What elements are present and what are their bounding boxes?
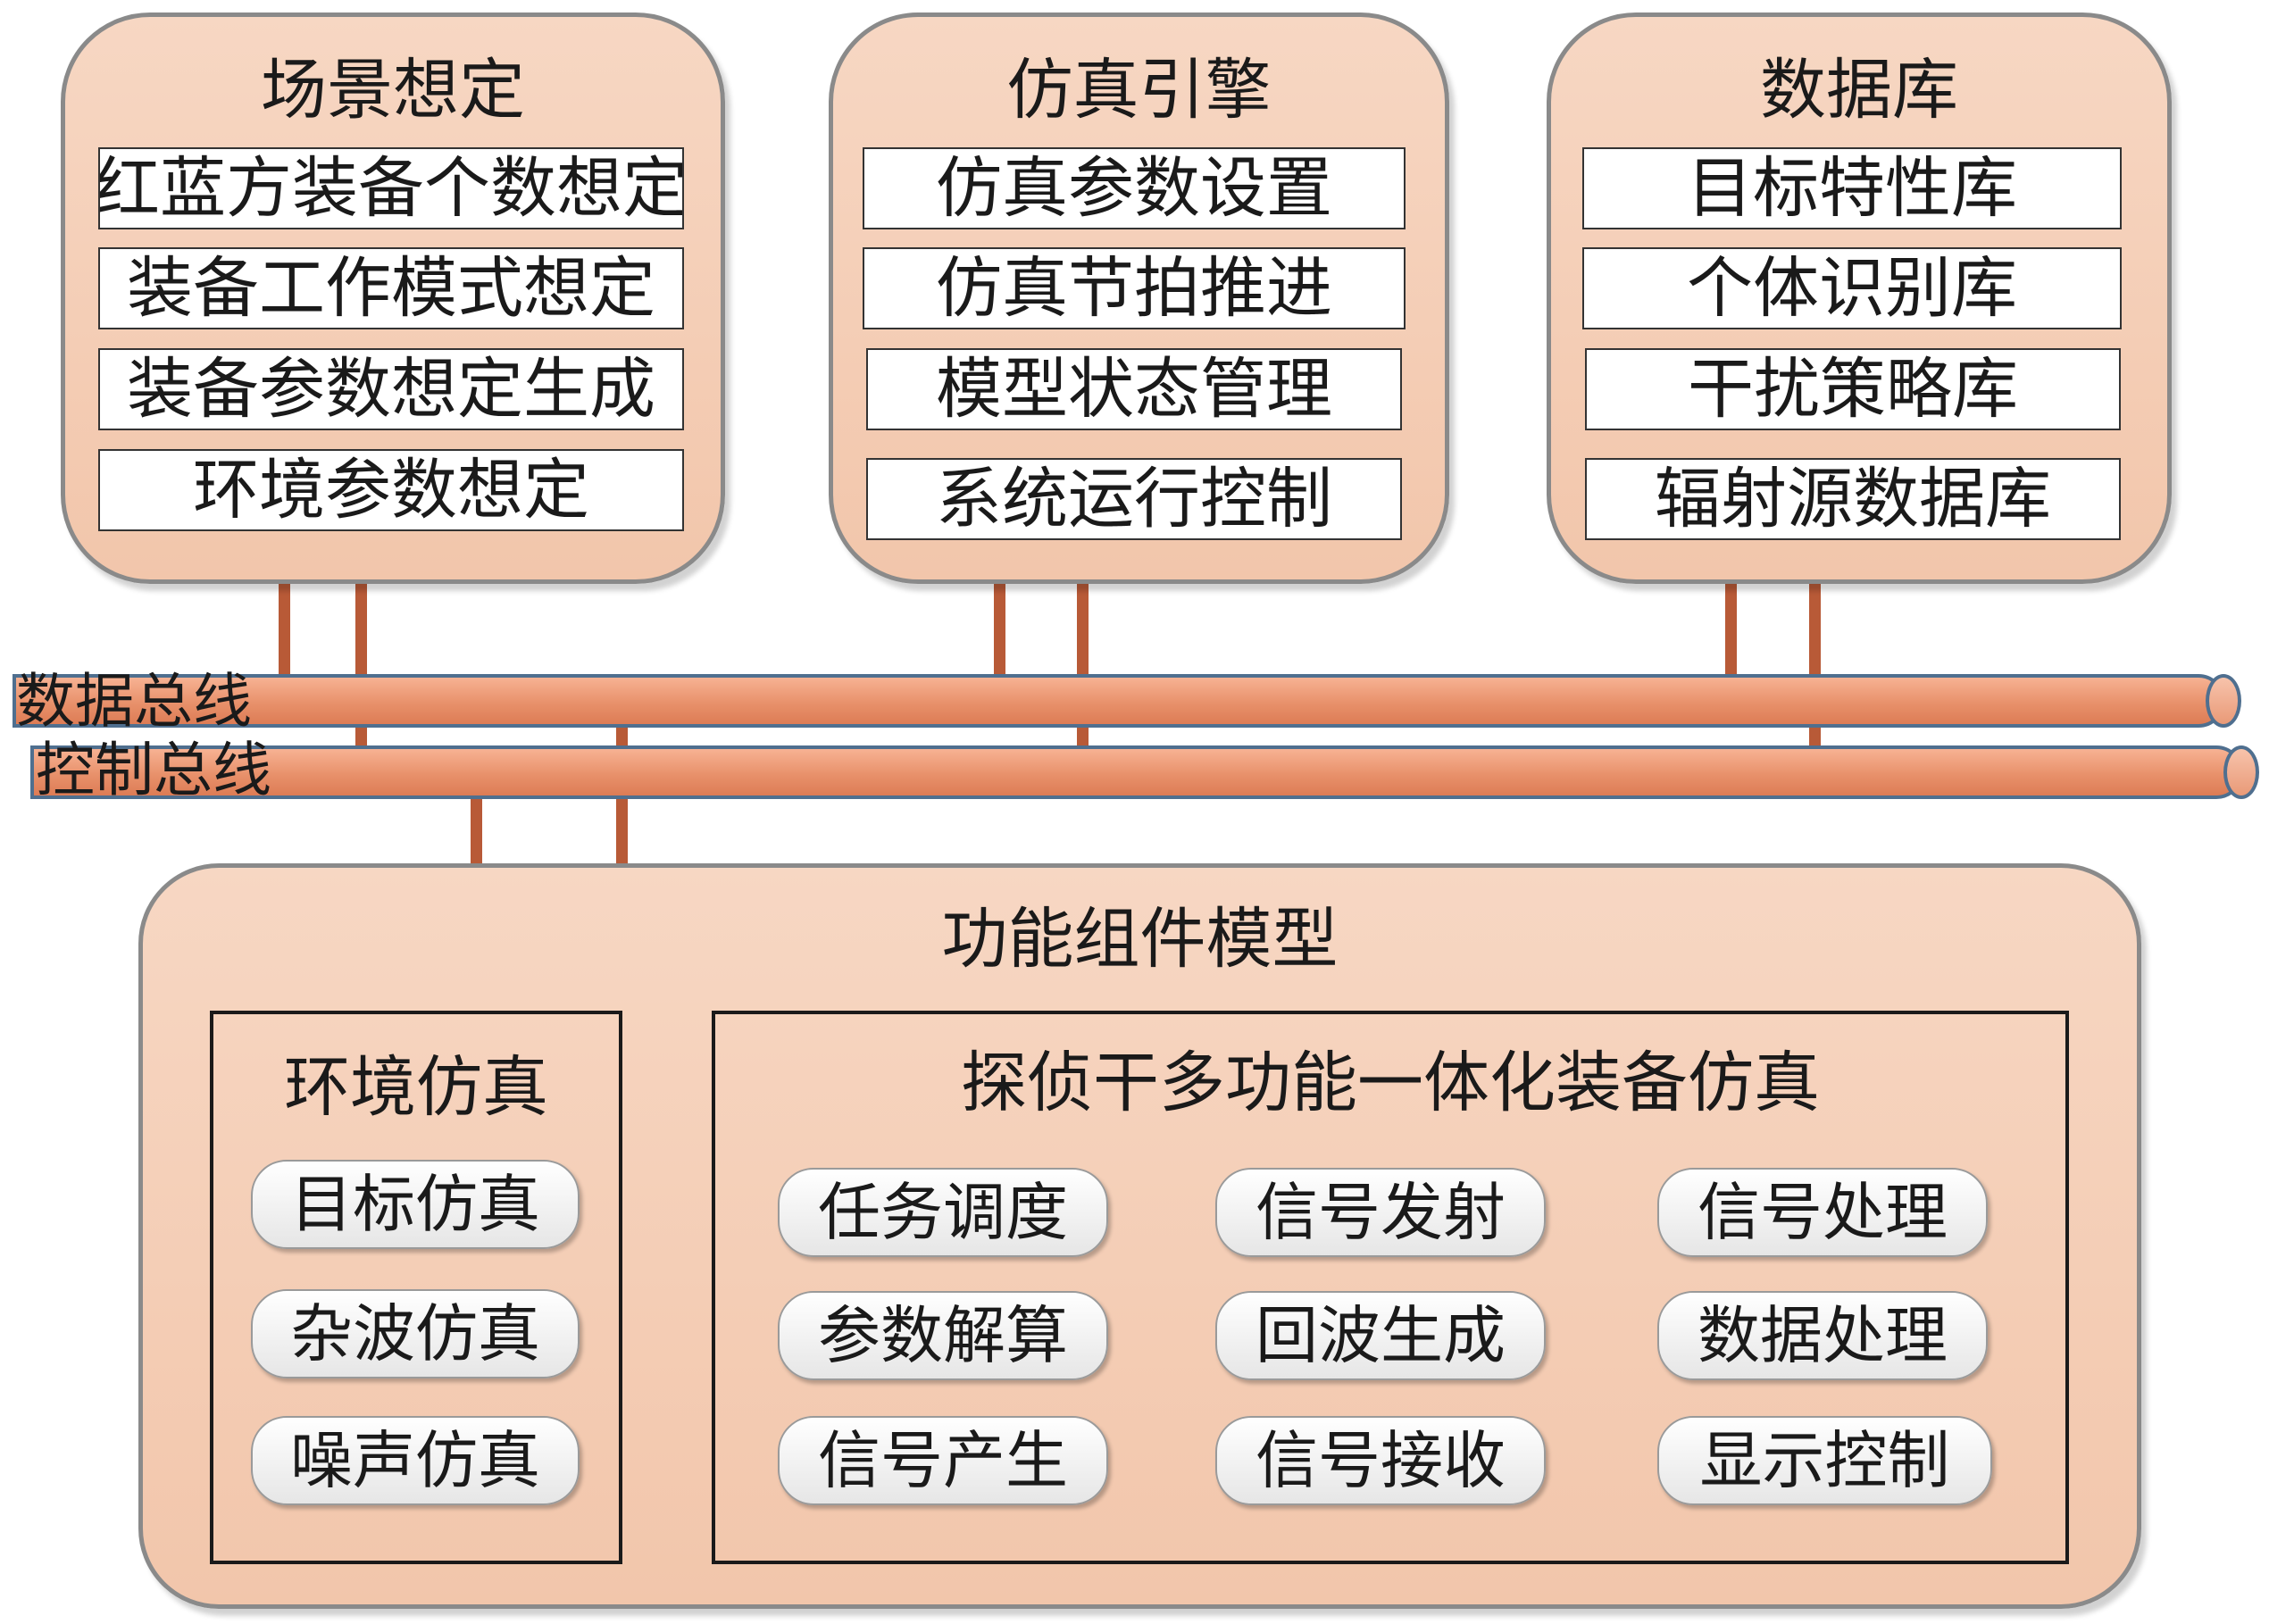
- env-sim-frame: 环境仿真 目标仿真 杂波仿真 噪声仿真: [210, 1011, 622, 1564]
- env-sim-item: 噪声仿真: [251, 1416, 580, 1505]
- equip-sim-item: 显示控制: [1657, 1416, 1992, 1505]
- control-bus-cap: [2223, 745, 2259, 799]
- data-bus: [13, 674, 2241, 728]
- equip-sim-item: 数据处理: [1657, 1291, 1988, 1380]
- function-model-title: 功能组件模型: [941, 901, 1339, 978]
- equip-sim-item: 回波生成: [1215, 1291, 1546, 1380]
- control-bus-label: 控制总线: [36, 736, 271, 804]
- equip-sim-frame: 探侦干多功能一体化装备仿真 任务调度 信号发射 信号处理 参数解算 回波生成 数…: [712, 1011, 2069, 1564]
- database-item: 目标特性库: [1582, 147, 2122, 229]
- scenario-item: 装备参数想定生成: [98, 348, 684, 430]
- function-model-panel: 功能组件模型 环境仿真 目标仿真 杂波仿真 噪声仿真 探侦干多功能一体化装备仿真…: [138, 863, 2141, 1609]
- database-panel-title: 数据库: [1760, 52, 1958, 129]
- database-panel: 数据库 目标特性库 个体识别库 干扰策略库 辐射源数据库: [1547, 12, 2172, 584]
- engine-item: 仿真参数设置: [863, 147, 1406, 229]
- data-bus-label: 数据总线: [16, 667, 252, 736]
- env-sim-title: 环境仿真: [284, 1049, 548, 1126]
- scenario-item: 装备工作模式想定: [98, 247, 684, 329]
- env-sim-item: 杂波仿真: [251, 1289, 580, 1378]
- database-item: 个体识别库: [1582, 247, 2122, 329]
- scenario-panel: 场景想定 红蓝方装备个数想定 装备工作模式想定 装备参数想定生成 环境参数想定: [61, 12, 725, 584]
- equip-sim-item: 信号处理: [1657, 1168, 1988, 1257]
- equip-sim-item: 信号接收: [1215, 1416, 1546, 1505]
- equip-sim-title: 探侦干多功能一体化装备仿真: [961, 1045, 1820, 1121]
- equip-sim-item: 任务调度: [778, 1168, 1108, 1257]
- scenario-item: 红蓝方装备个数想定: [98, 147, 684, 229]
- data-bus-cap: [2206, 674, 2241, 728]
- equip-sim-item: 参数解算: [778, 1291, 1108, 1380]
- scenario-panel-title: 场景想定: [261, 52, 525, 129]
- engine-panel: 仿真引擎 仿真参数设置 仿真节拍推进 模型状态管理 系统运行控制: [829, 12, 1449, 584]
- connector-engine-data: [994, 579, 1005, 681]
- database-item: 辐射源数据库: [1585, 458, 2121, 540]
- env-sim-item: 目标仿真: [251, 1160, 580, 1249]
- connector-scenario-data: [279, 579, 290, 681]
- database-item: 干扰策略库: [1585, 348, 2121, 430]
- engine-panel-title: 仿真引擎: [1006, 52, 1272, 129]
- control-bus: [30, 745, 2259, 799]
- equip-sim-item: 信号发射: [1215, 1168, 1546, 1257]
- connector-model-control: [471, 795, 482, 868]
- scenario-item: 环境参数想定: [98, 449, 684, 531]
- engine-item: 系统运行控制: [866, 458, 1402, 540]
- connector-database-data: [1725, 579, 1737, 681]
- equip-sim-item: 信号产生: [778, 1416, 1108, 1505]
- engine-item: 仿真节拍推进: [863, 247, 1406, 329]
- engine-item: 模型状态管理: [866, 348, 1402, 430]
